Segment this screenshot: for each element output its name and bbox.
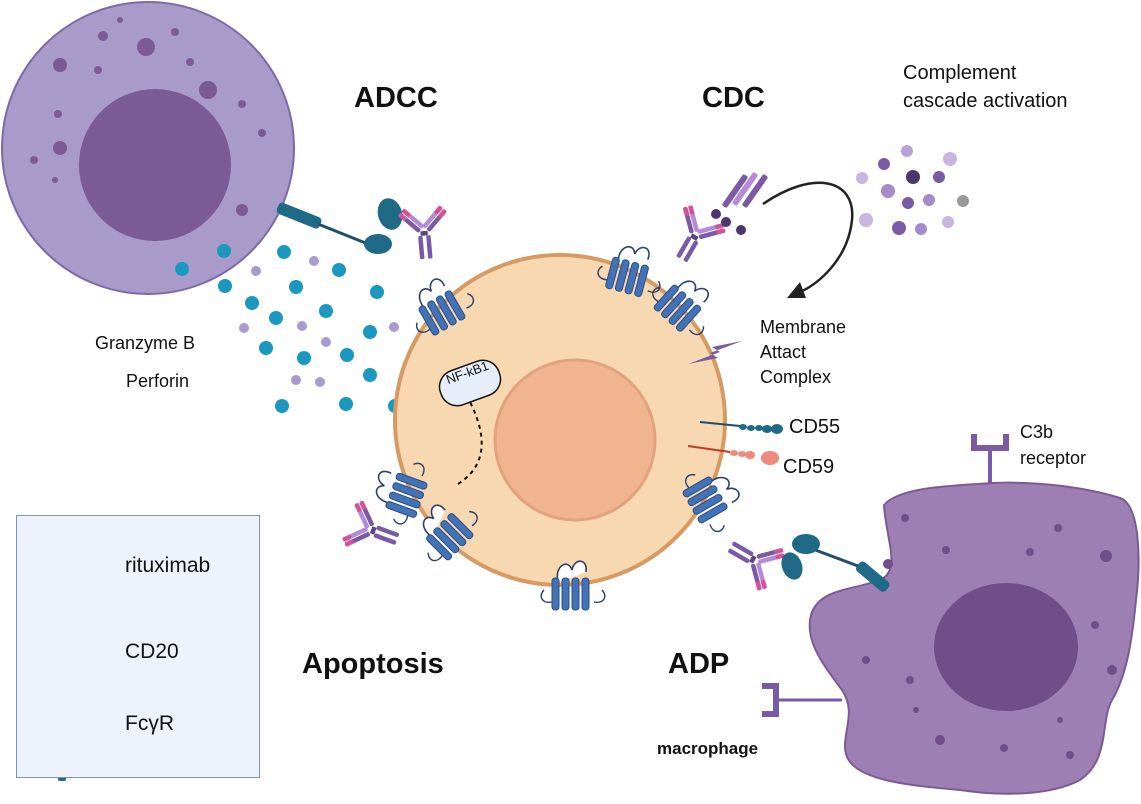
nfkb-inhibition (438, 359, 502, 485)
macrophage-fcr (781, 534, 890, 592)
legend-label-cd20: CD20 (125, 640, 179, 663)
label-complement-2: cascade activation (903, 90, 1068, 112)
label-cd59: CD59 (783, 456, 835, 478)
nk-cell (1, 1, 295, 295)
label-complement-1: Complement (903, 62, 1017, 84)
macrophage-cell (808, 481, 1140, 795)
label-granzyme: Granzyme B (95, 333, 196, 353)
label-adcc: ADCC (354, 82, 438, 114)
legend-label-rituximab: rituximab (125, 554, 211, 577)
label-c3b-1: C3b (1020, 422, 1054, 442)
label-adp: ADP (668, 648, 730, 680)
nk-fcr-receptor (276, 198, 403, 254)
label-mac-2: Attact (760, 342, 807, 362)
mac-lightning-icon (688, 341, 742, 364)
cd59-marker (687, 445, 779, 465)
cd55-marker (699, 421, 783, 434)
complement-particles (856, 145, 969, 235)
legend-box: rituximab CD20 FcγR (16, 515, 260, 778)
cascade-arrow (762, 181, 854, 298)
c3b-receptor-left (762, 683, 842, 717)
c1q-complex (711, 172, 768, 235)
label-c3b-2: receptor (1020, 448, 1087, 468)
label-mac-3: Complex (760, 367, 832, 387)
label-apoptosis: Apoptosis (302, 648, 444, 680)
label-cd55: CD55 (789, 416, 841, 438)
label-mac-1: Membrane (760, 317, 847, 337)
tumor-cell (393, 253, 727, 587)
legend-label-fcr: FcγR (125, 712, 174, 735)
granules (175, 244, 402, 413)
label-cdc: CDC (702, 82, 765, 114)
label-perforin: Perforin (126, 371, 190, 391)
c3b-receptor-top (971, 434, 1009, 484)
label-macrophage: macrophage (657, 739, 759, 758)
